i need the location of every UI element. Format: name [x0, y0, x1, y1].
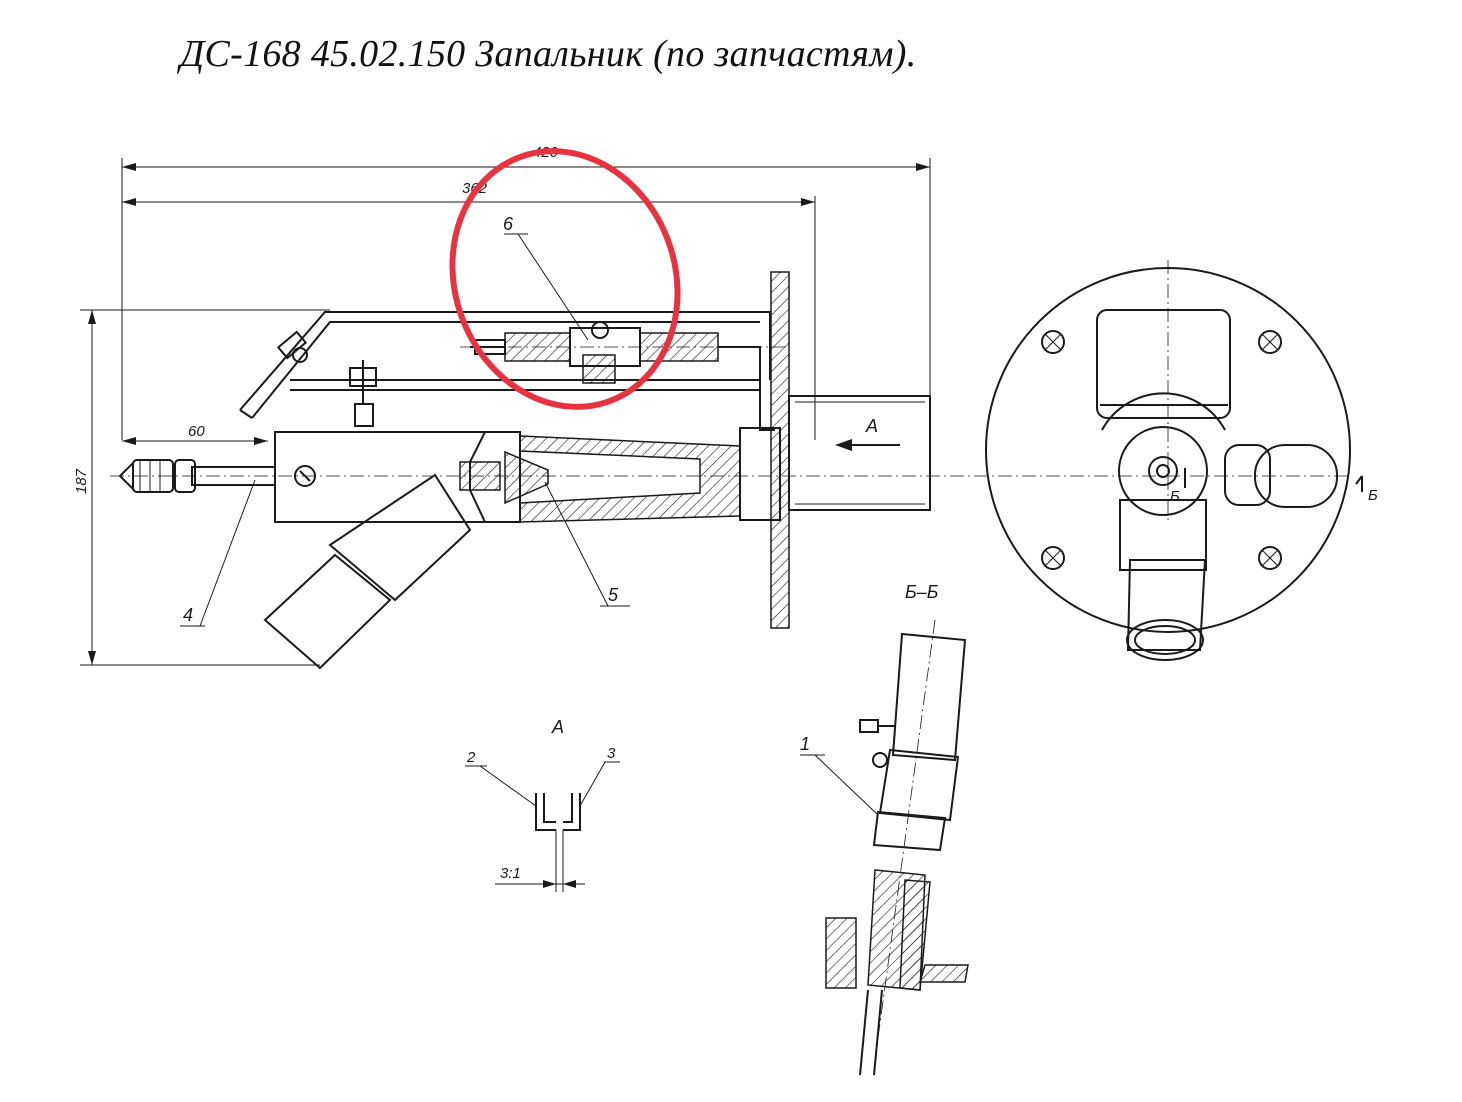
drawing-title: ДС-168 45.02.150 Запальник (по запчастям… — [180, 33, 917, 75]
gas-inlet-fitting — [110, 459, 1350, 493]
callout-3: 3 — [579, 745, 620, 807]
dimension-overall-length: 420 — [121, 144, 931, 470]
callout-5-label: 5 — [608, 585, 619, 605]
dimension-height: 187 — [73, 309, 330, 666]
section-bb-label: Б–Б — [905, 582, 939, 602]
callout-3-label: 3 — [607, 745, 616, 762]
nozzle-part-5 — [459, 450, 549, 505]
callout-2: 2 — [465, 749, 537, 807]
angled-air-pipe — [263, 473, 472, 670]
dimension-offset: 60 — [122, 423, 268, 445]
plate-bolt-icon — [349, 360, 377, 427]
view-a-label: А — [551, 717, 564, 737]
section-bb: Б–Б 1 — [800, 582, 969, 1076]
callout-1-label: 1 — [800, 734, 810, 754]
dim-187-label: 187 — [73, 468, 90, 494]
bolt-hole-icon — [1041, 330, 1282, 570]
outlet-tube — [788, 395, 931, 511]
section-mark-right-label: Б — [1368, 487, 1378, 504]
callout-1: 1 — [800, 734, 879, 816]
callout-4: 4 — [180, 479, 256, 627]
section-bolt-icon — [859, 719, 895, 768]
section-mark-center-label: Б — [1170, 488, 1180, 505]
igniter-side-view: А — [110, 214, 1350, 670]
flow-arrow-label: А — [865, 416, 878, 436]
callout-4-label: 4 — [183, 605, 193, 625]
highlight-ellipse — [449, 148, 681, 410]
section-mark-center: Б — [1170, 468, 1186, 505]
section-mark-right: Б — [1355, 475, 1378, 504]
callout-2-label: 2 — [466, 749, 476, 766]
callout-6: 6 — [503, 214, 589, 341]
mixer-body — [274, 427, 781, 523]
callout-6-label: 6 — [503, 214, 514, 234]
view-a-detail: А 3:1 2 3 — [465, 717, 620, 892]
scale-label: 3:1 — [500, 865, 521, 882]
cover-screw-icon — [276, 330, 308, 363]
flow-arrow-a: А — [835, 416, 900, 451]
dim-60-label: 60 — [188, 423, 205, 440]
callout-5: 5 — [544, 481, 630, 607]
igniter-end-view: Б Б — [985, 260, 1378, 661]
electrode-assembly — [460, 321, 790, 431]
